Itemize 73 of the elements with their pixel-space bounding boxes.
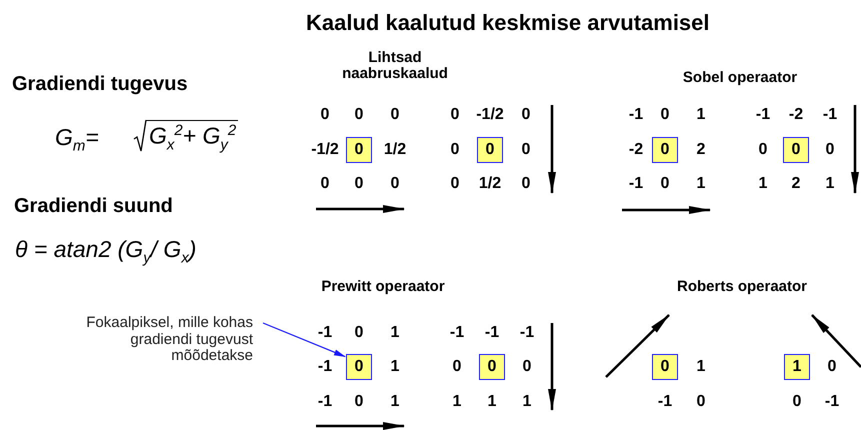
- weight-value: 0: [758, 141, 768, 159]
- weight-value: -1: [756, 106, 770, 124]
- weight-value: 0: [450, 141, 460, 159]
- weight-value: 0: [522, 106, 530, 124]
- heading: Sobel operaator: [682, 70, 798, 86]
- weight-value: 0: [354, 106, 364, 124]
- weight-value: 0: [522, 175, 530, 193]
- focal-pixel-cell: 0: [346, 354, 372, 380]
- weight-value: -1: [628, 106, 644, 124]
- weight-value: 0: [452, 358, 462, 376]
- weight-value: 1: [488, 393, 496, 411]
- weight-value: 0: [522, 358, 532, 376]
- weight-value: -2: [788, 106, 804, 124]
- weight-value: -2: [628, 141, 644, 159]
- weight-value: -1: [450, 324, 464, 342]
- weight-value: 1: [696, 358, 706, 376]
- weight-value: 0: [320, 175, 330, 193]
- weight-value: 0: [660, 106, 670, 124]
- weight-value: -1/2: [311, 141, 339, 159]
- focal-pixel-cell: 0: [346, 137, 372, 163]
- weight-value: 0: [450, 106, 460, 124]
- heading: Gradiendi suund: [14, 196, 173, 217]
- weight-value: 0: [390, 106, 400, 124]
- weight-value: 2: [696, 141, 706, 159]
- formula: θ = atan2 (G$_{y}$/ G$_{x}$): [15, 237, 196, 266]
- weight-value: 0: [792, 393, 802, 411]
- weight-value: -1: [484, 324, 500, 342]
- callout-text: Fokaalpiksel, mille kohas gradiendi tugevust mõõdetakse: [83, 315, 253, 364]
- weight-value: -1: [658, 393, 672, 411]
- heading: Prewitt operaator: [321, 279, 445, 295]
- weight-value: 0: [450, 175, 460, 193]
- weight-value: 0: [828, 358, 836, 376]
- weight-value: 0: [354, 324, 364, 342]
- focal-pixel-cell: 0: [652, 354, 678, 380]
- weight-value: 1: [390, 324, 400, 342]
- weight-value: 0: [660, 175, 670, 193]
- formula: G$_{m}$=: [55, 125, 99, 154]
- weight-value: 1: [696, 175, 706, 193]
- focal-pixel-cell: 0: [783, 137, 809, 163]
- weight-value: 0: [522, 141, 530, 159]
- focal-pixel-cell: 1: [784, 354, 810, 380]
- heading: Gradiendi tugevus: [12, 74, 188, 95]
- weight-value: 0: [320, 106, 330, 124]
- heading: Lihtsad naabruskaalud: [341, 50, 449, 82]
- weight-value: 0: [390, 175, 400, 193]
- weight-value: 1: [826, 175, 834, 193]
- weight-value: -1: [628, 175, 644, 193]
- weight-value: 0: [696, 393, 706, 411]
- weight-value: -1: [822, 106, 838, 124]
- weight-value: 2: [792, 175, 800, 193]
- focal-pixel-cell: 0: [652, 137, 678, 163]
- weight-value: 1/2: [478, 175, 502, 193]
- weight-value: -1: [318, 393, 332, 411]
- weight-value: -1/2: [476, 106, 504, 124]
- title: Kaalud kaalutud keskmise arvutamisel: [306, 10, 710, 36]
- weight-value: 1/2: [384, 141, 406, 159]
- weight-value: 1: [390, 393, 400, 411]
- heading: Roberts operaator: [676, 279, 808, 295]
- weight-value: 1: [390, 358, 400, 376]
- leader-line: [262, 322, 346, 358]
- weight-value: 1: [522, 393, 532, 411]
- weight-value: 1: [758, 175, 768, 193]
- focal-pixel-cell: 0: [477, 137, 503, 163]
- weight-value: 1: [452, 393, 462, 411]
- weight-value: -1: [824, 393, 840, 411]
- weight-value: 1: [696, 106, 706, 124]
- weight-value: 0: [354, 393, 364, 411]
- weight-value: -1: [318, 358, 332, 376]
- weight-value: 0: [354, 175, 364, 193]
- weight-value: -1: [318, 324, 332, 342]
- weight-value: 0: [826, 141, 834, 159]
- weight-value: -1: [520, 324, 534, 342]
- focal-pixel-cell: 0: [479, 354, 505, 380]
